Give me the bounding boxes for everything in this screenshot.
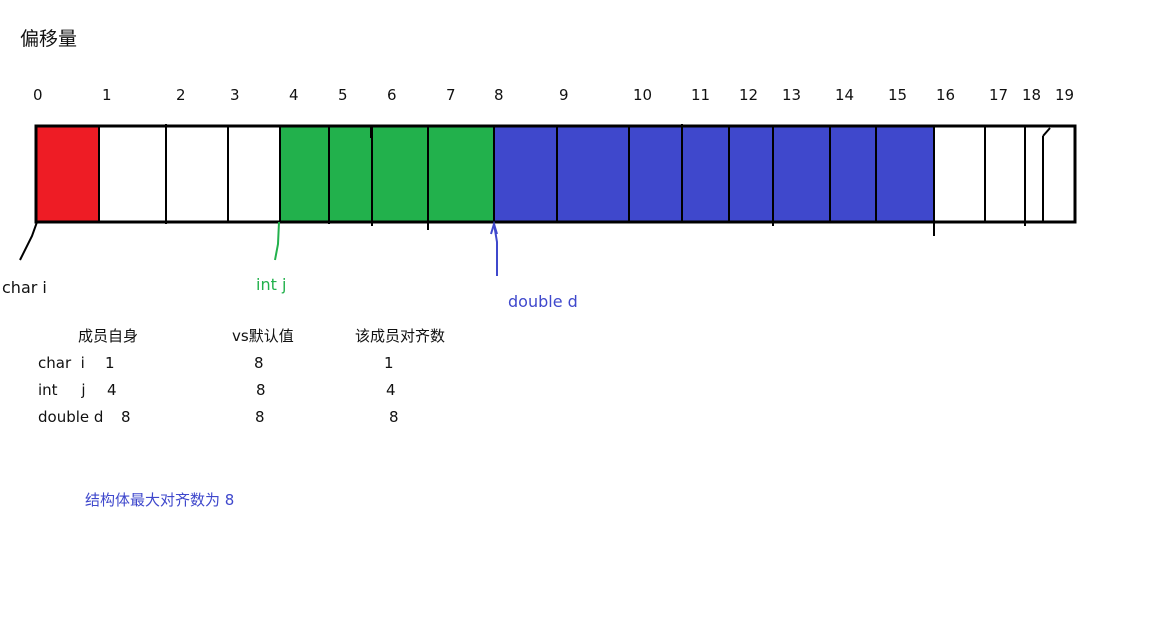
- offset-label: 13: [782, 86, 801, 104]
- offset-label: 8: [494, 86, 504, 104]
- table-header: 成员自身: [78, 327, 138, 345]
- int-pointer: [274, 221, 280, 261]
- offset-label: 0: [33, 86, 43, 104]
- cell-dividers: [98, 124, 1051, 236]
- table-cell-self: 1: [105, 354, 115, 372]
- offset-label: 4: [289, 86, 299, 104]
- offset-label: 6: [387, 86, 397, 104]
- table-cell-member: char i: [38, 354, 85, 372]
- table-header: 该成员对齐数: [355, 327, 445, 345]
- char-label: char i: [2, 278, 47, 297]
- offset-label: 18: [1022, 86, 1041, 104]
- double-pointer-arrow-icon: [490, 220, 498, 235]
- offset-label: 2: [176, 86, 186, 104]
- offset-label: 17: [989, 86, 1008, 104]
- offset-label: 5: [338, 86, 348, 104]
- offset-label: 12: [739, 86, 758, 104]
- char-pointer: [19, 221, 38, 261]
- table-cell-align: 8: [389, 408, 399, 426]
- table-cell-align: 4: [386, 381, 396, 399]
- table-cell-member: double d: [38, 408, 103, 426]
- table-cell-vs: 8: [255, 408, 265, 426]
- int-block: [280, 127, 494, 221]
- offset-label: 7: [446, 86, 456, 104]
- offset-labels: 0 1 2 3 4 5 6 7 8 9 10 11 12 13 14 15 16…: [33, 86, 1074, 104]
- offset-label: 16: [936, 86, 955, 104]
- table-cell-member: int j: [38, 381, 86, 399]
- table-cell-align: 1: [384, 354, 394, 372]
- offset-label: 3: [230, 86, 240, 104]
- table-cell-self: 8: [121, 408, 131, 426]
- double-label: double d: [508, 292, 578, 311]
- offset-label: 9: [559, 86, 569, 104]
- double-block: [494, 127, 934, 221]
- table-cell-vs: 8: [254, 354, 264, 372]
- table-cell-self: 4: [107, 381, 117, 399]
- offset-label: 19: [1055, 86, 1074, 104]
- table-header: vs默认值: [232, 327, 294, 345]
- int-label: int j: [256, 275, 286, 294]
- offset-label: 11: [691, 86, 710, 104]
- max-alignment-note: 结构体最大对齐数为 8: [85, 491, 234, 509]
- offset-label: 15: [888, 86, 907, 104]
- char-block: [37, 127, 99, 221]
- memory-frame: [34, 124, 1077, 224]
- table-cell-vs: 8: [256, 381, 266, 399]
- alignment-table: 成员自身 vs默认值 该成员对齐数 char i 1 8 1 int j 4 8…: [38, 327, 445, 426]
- offset-label: 1: [102, 86, 112, 104]
- offset-label: 10: [633, 86, 652, 104]
- title: 偏移量: [20, 28, 77, 50]
- offset-label: 14: [835, 86, 854, 104]
